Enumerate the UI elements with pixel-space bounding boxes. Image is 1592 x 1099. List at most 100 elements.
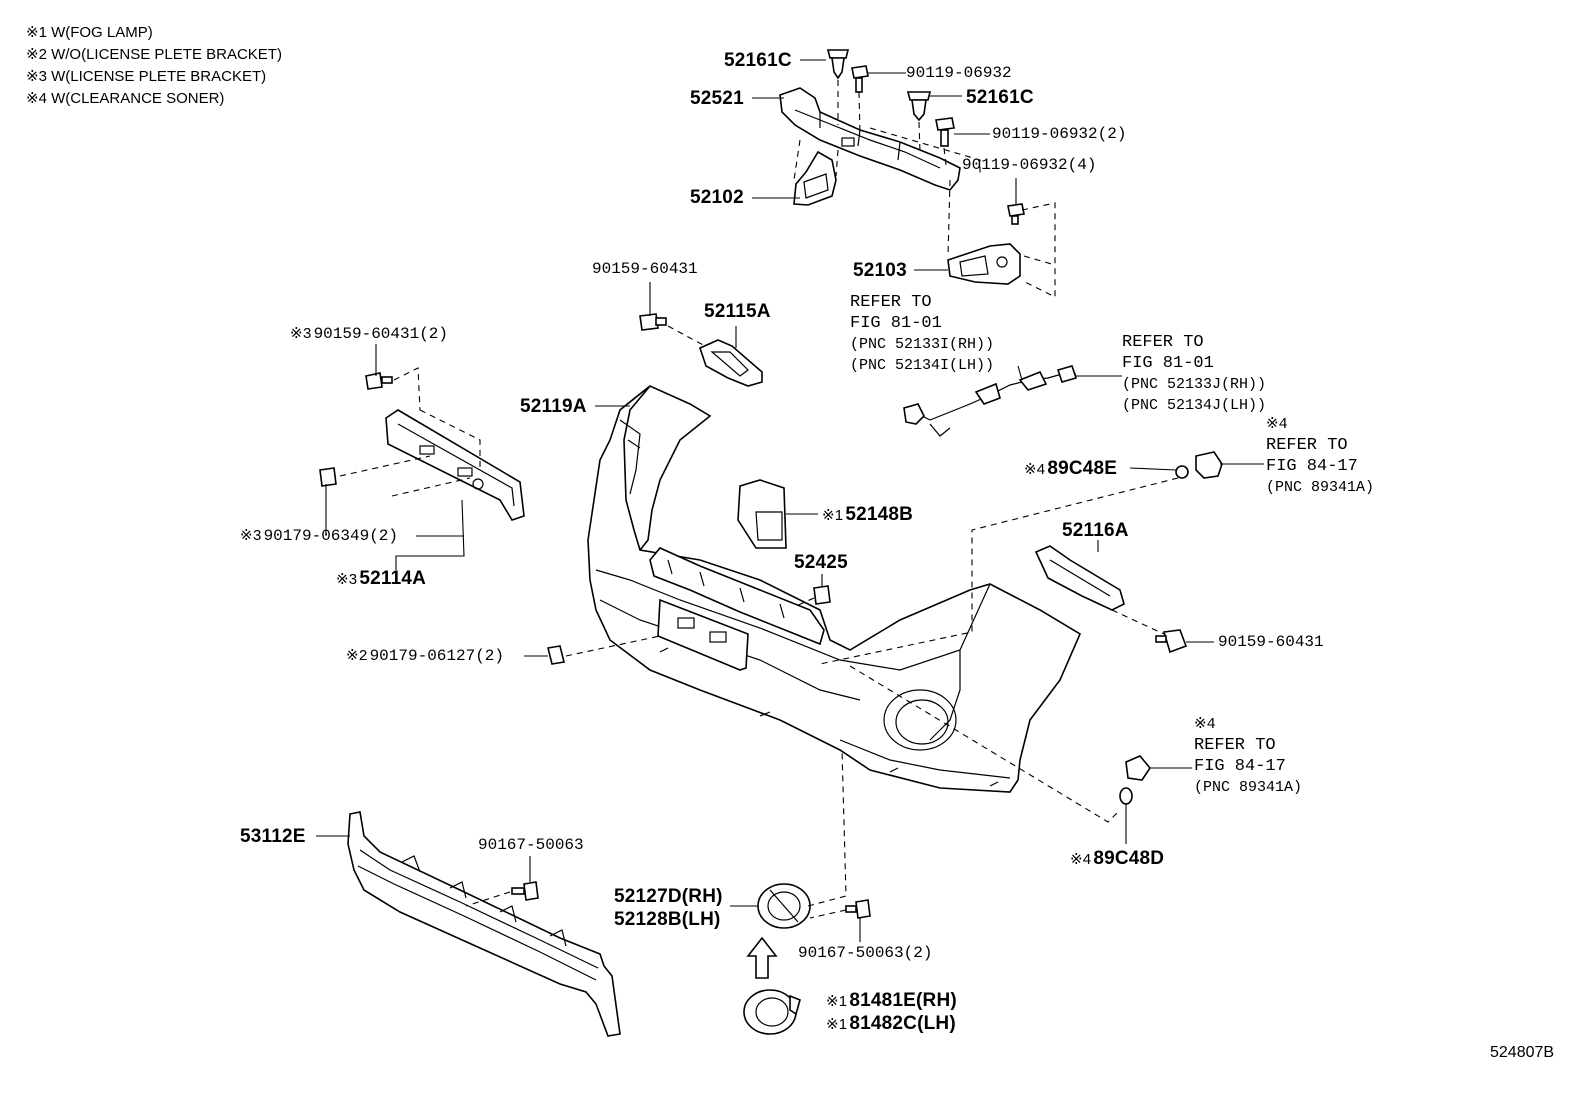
part-label-90159-60431-top: 90159-60431 bbox=[592, 260, 698, 278]
legend-item-3: ※3 W(LICENSE PLETE BRACKET) bbox=[26, 68, 267, 85]
refer-line: REFER TO bbox=[850, 293, 932, 312]
refer-marker: ※4 bbox=[1266, 416, 1288, 433]
part-label-52102: 52102 bbox=[690, 187, 744, 208]
part-label-90119-06932-2: 90119-06932(2) bbox=[992, 125, 1127, 143]
legend-item-1: ※1 W(FOG LAMP) bbox=[26, 24, 153, 41]
refer-fig: FIG 84-17 bbox=[1194, 757, 1286, 776]
part-number: 89C48D bbox=[1093, 848, 1165, 869]
bumper-reinforcement-52521 bbox=[779, 87, 961, 191]
part-label-90119-06932-4: 90119-06932(4) bbox=[962, 156, 1097, 174]
pad-52425 bbox=[813, 585, 831, 605]
part-label-52521: 52521 bbox=[690, 88, 744, 109]
clip-90179-06349 bbox=[319, 467, 337, 487]
refer-block-3: ※4 REFER TO FIG 84-17 (PNC 89341A) bbox=[1266, 414, 1374, 498]
refer-line: REFER TO bbox=[1194, 736, 1276, 755]
part-number: 90179-06349(2) bbox=[263, 527, 398, 545]
refer-pnc: (PNC 52134I(LH)) bbox=[850, 357, 995, 374]
marker-4: ※4 bbox=[1024, 461, 1046, 478]
marker-3: ※3 bbox=[290, 326, 312, 343]
marker-4: ※4 bbox=[1070, 851, 1092, 868]
part-label-52116a: 52116A bbox=[1062, 520, 1129, 541]
refer-fig: FIG 84-17 bbox=[1266, 457, 1358, 476]
marker-1: ※1 bbox=[826, 1016, 848, 1033]
part-label-52128b: 52128B(LH) bbox=[614, 909, 721, 930]
refer-block-1: REFER TO FIG 81-01 (PNC 52133I(RH)) (PNC… bbox=[850, 292, 994, 376]
bracket-52148b bbox=[737, 479, 787, 549]
bolt-90119-06932-4 bbox=[1007, 203, 1025, 225]
marker-1: ※1 bbox=[822, 507, 844, 524]
part-label-52161c-top: 52161C bbox=[724, 50, 792, 71]
bolt-90159-60431-2 bbox=[365, 372, 393, 390]
sensor-89c48e bbox=[1175, 451, 1223, 479]
clip-52161c-top bbox=[826, 49, 850, 80]
part-number: 81481E(RH) bbox=[849, 990, 957, 1011]
part-label-53112e: 53112E bbox=[240, 826, 306, 847]
sonar-wiring bbox=[903, 365, 1078, 437]
part-number: 90179-06127(2) bbox=[369, 647, 504, 665]
part-label-52119a: 52119A bbox=[520, 396, 587, 417]
part-label-52103: 52103 bbox=[853, 260, 907, 281]
bolt-90119-06932-2 bbox=[935, 117, 955, 147]
figure-id: 524807B bbox=[1490, 1044, 1555, 1061]
legend-item-2: ※2 W/O(LICENSE PLETE BRACKET) bbox=[26, 46, 282, 63]
bumper-cover-52119a bbox=[587, 385, 1082, 793]
refer-fig: FIG 81-01 bbox=[1122, 354, 1214, 373]
legend: ※1 W(FOG LAMP) ※2 W/O(LICENSE PLETE BRAC… bbox=[26, 22, 282, 110]
part-number: 89C48E bbox=[1047, 458, 1118, 479]
bracket-52115a bbox=[699, 339, 763, 387]
refer-block-4: ※4 REFER TO FIG 84-17 (PNC 89341A) bbox=[1194, 714, 1302, 798]
arrow-up-icon bbox=[746, 936, 778, 979]
part-number: 52148B bbox=[845, 504, 914, 525]
bracket-52116a bbox=[1034, 545, 1125, 611]
sensor-89c48d bbox=[1119, 755, 1151, 805]
part-label-52127d: 52127D(RH) bbox=[614, 886, 723, 907]
part-label-90159-60431-r: 90159-60431 bbox=[1218, 633, 1324, 651]
refer-block-2: REFER TO FIG 81-01 (PNC 52133J(RH)) (PNC… bbox=[1122, 332, 1266, 416]
marker-3: ※3 bbox=[240, 528, 262, 545]
refer-pnc: (PNC 52134J(LH)) bbox=[1122, 397, 1267, 414]
bracket-52102 bbox=[793, 139, 839, 206]
bolt-90167-50063 bbox=[511, 881, 539, 901]
part-label-90167-50063: 90167-50063 bbox=[478, 836, 584, 854]
part-number: 81482C(LH) bbox=[849, 1013, 956, 1034]
part-number: 52114A bbox=[359, 568, 427, 589]
refer-pnc: (PNC 89341A) bbox=[1194, 779, 1303, 796]
legend-item-4: ※4 W(CLEARANCE SONER) bbox=[26, 90, 225, 107]
bracket-52103 bbox=[947, 179, 1056, 298]
refer-line: REFER TO bbox=[1122, 333, 1204, 352]
marker-2: ※2 bbox=[346, 648, 368, 665]
part-label-90167-50063-2: 90167-50063(2) bbox=[798, 944, 933, 962]
fog-bezel-52127d bbox=[757, 883, 811, 929]
part-label-52161c-b: 52161C bbox=[966, 87, 1034, 108]
marker-1: ※1 bbox=[826, 993, 848, 1010]
bolt-90119-06932-a bbox=[851, 65, 869, 93]
refer-fig: FIG 81-01 bbox=[850, 314, 942, 333]
part-number: 90159-60431(2) bbox=[313, 325, 448, 343]
clip-52161c-b bbox=[906, 91, 932, 122]
refer-pnc: (PNC 89341A) bbox=[1266, 479, 1375, 496]
refer-pnc: (PNC 52133J(RH)) bbox=[1122, 376, 1267, 393]
lower-grille-53112e bbox=[347, 811, 621, 1037]
license-plate-bracket-52114a bbox=[385, 409, 525, 521]
clip-90179-06127 bbox=[547, 645, 565, 665]
bolt-90159-60431-r bbox=[1155, 629, 1188, 654]
fog-ring-81481e bbox=[743, 989, 801, 1035]
part-label-90119-06932: 90119-06932 bbox=[906, 64, 1012, 82]
refer-marker: ※4 bbox=[1194, 716, 1216, 733]
bolt-90159-60431-top bbox=[639, 313, 667, 331]
refer-line: REFER TO bbox=[1266, 436, 1348, 455]
part-label-52425: 52425 bbox=[794, 552, 848, 573]
part-label-52115a: 52115A bbox=[704, 301, 771, 322]
refer-pnc: (PNC 52133I(RH)) bbox=[850, 336, 995, 353]
